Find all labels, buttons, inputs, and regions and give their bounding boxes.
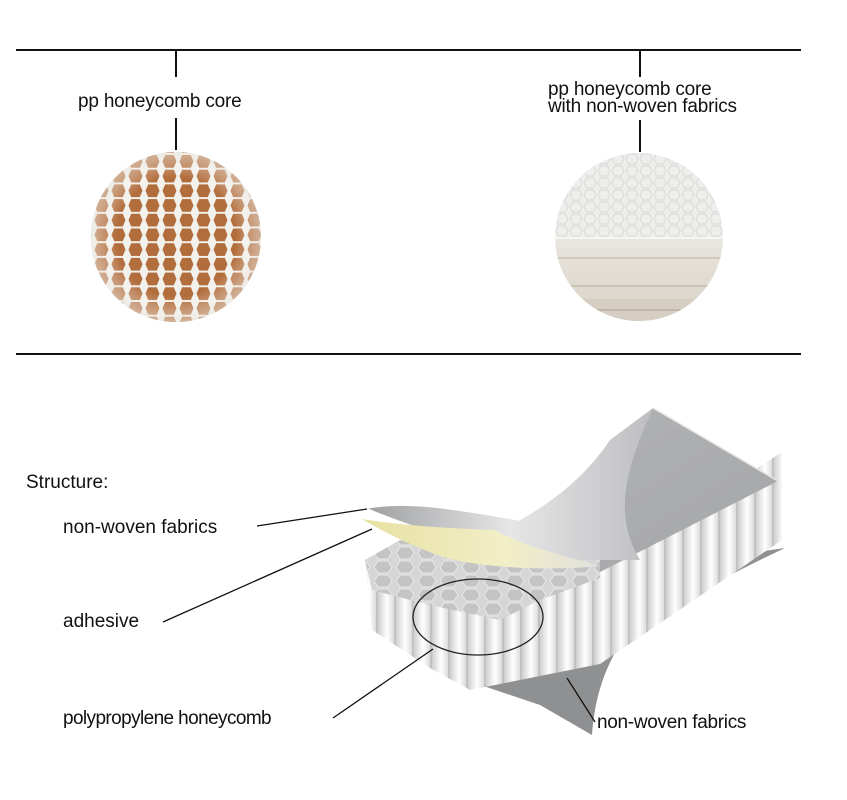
label-polypropylene-honeycomb: polypropylene honeycomb <box>63 708 272 729</box>
pp-honeycomb-core-photo <box>91 152 261 322</box>
label-bottom-nonwoven-fabrics: non-woven fabrics <box>597 712 747 733</box>
pp-honeycomb-nonwoven-label: pp honeycomb core with non-woven fabrics <box>548 79 737 117</box>
right-tick-upper <box>639 50 641 77</box>
pp-honeycomb-with-nonwoven-photo <box>555 153 723 321</box>
right-tick-lower <box>639 120 641 152</box>
middle-divider-line <box>16 353 801 355</box>
label-adhesive: adhesive <box>63 611 140 632</box>
nonwoven-panel-icon <box>555 153 723 321</box>
label-top-nonwoven-fabrics: non-woven fabrics <box>63 517 218 538</box>
pp-honeycomb-nonwoven-label-line2: with non-woven fabrics <box>548 96 737 117</box>
pp-honeycomb-nonwoven-label-line1: pp honeycomb core <box>548 79 712 100</box>
left-tick-upper <box>175 50 177 77</box>
structure-title: Structure: <box>26 472 109 493</box>
honeycomb-pattern-icon <box>91 152 261 322</box>
top-divider-line <box>16 49 801 51</box>
pp-honeycomb-core-label: pp honeycomb core <box>78 91 242 112</box>
left-tick-lower <box>175 118 177 150</box>
